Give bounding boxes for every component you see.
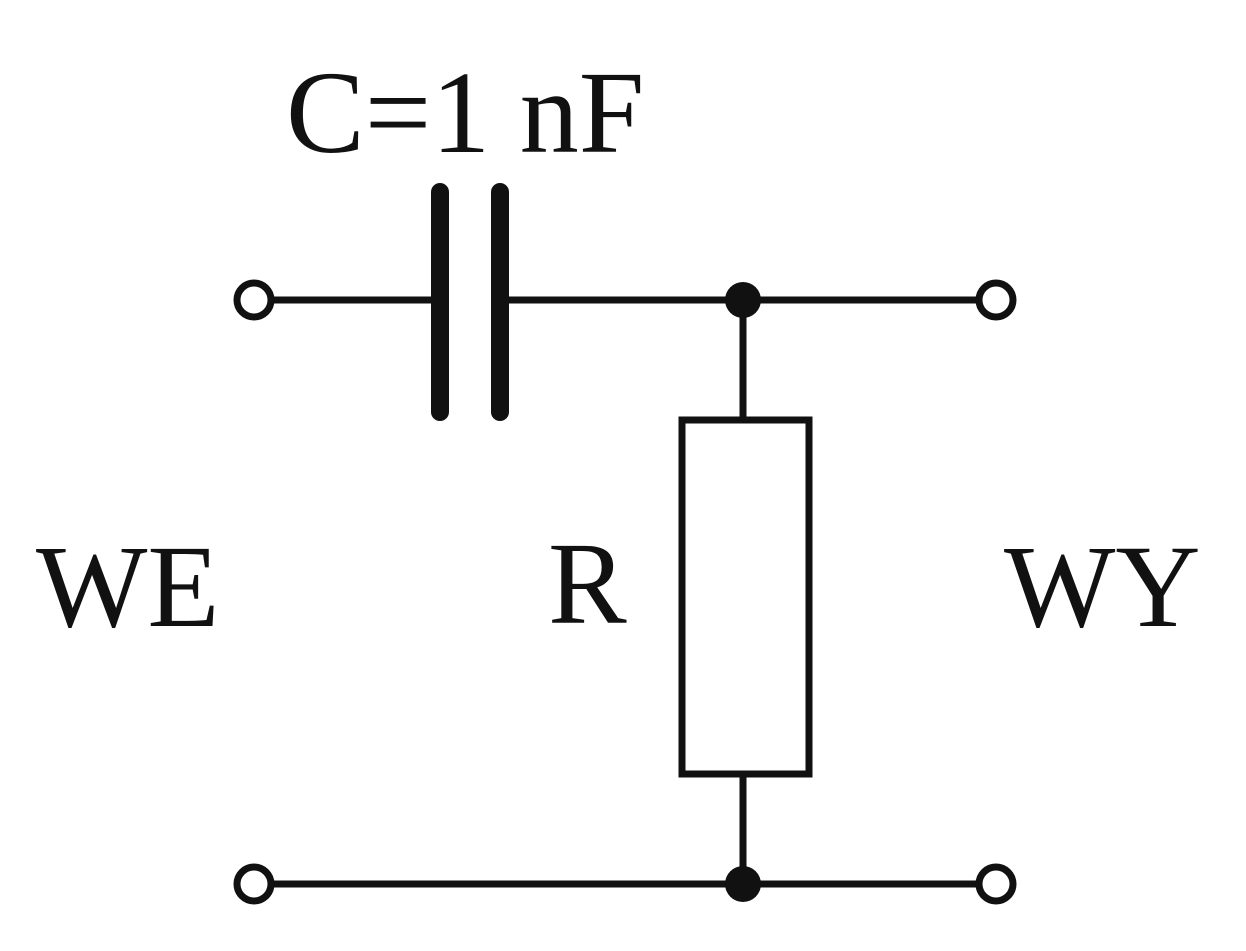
resistor-label: R [548, 518, 627, 649]
terminal-output-bottom [975, 863, 1017, 905]
terminal-input-top [233, 279, 275, 321]
junction-bottom [725, 866, 761, 902]
input-label: WE [36, 521, 219, 652]
junction-top [725, 282, 761, 318]
capacitor [431, 183, 509, 421]
terminal-output-top [975, 279, 1017, 321]
resistor [678, 416, 813, 778]
terminal-input-bottom [233, 863, 275, 905]
capacitor-label: C=1 nF [286, 47, 644, 178]
output-label: WY [1004, 521, 1201, 652]
